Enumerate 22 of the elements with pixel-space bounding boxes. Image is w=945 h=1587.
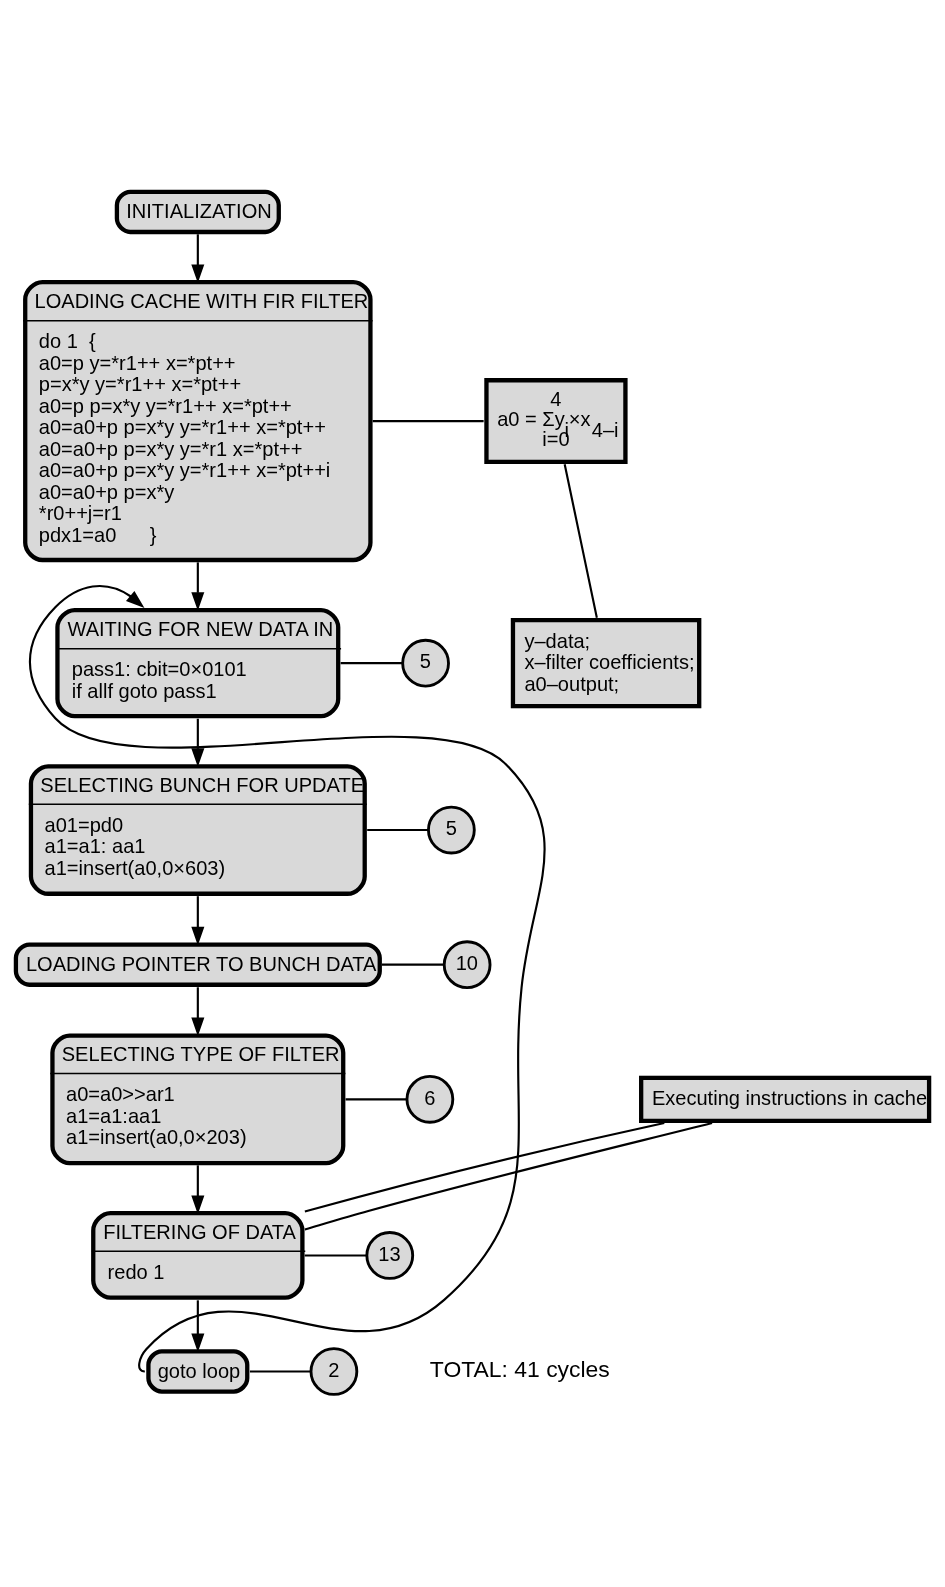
connector	[563, 463, 598, 618]
arrow	[191, 987, 205, 1037]
arrow	[191, 896, 205, 946]
node-circle: 5	[401, 638, 450, 688]
node-circle: 13	[365, 1231, 415, 1280]
node-circle: 2	[309, 1347, 359, 1396]
arrow	[191, 718, 205, 767]
connector	[304, 1121, 665, 1213]
connector	[340, 662, 403, 665]
node-circle: 10	[442, 940, 492, 989]
connector	[381, 963, 444, 966]
connector	[345, 1098, 407, 1101]
connector	[304, 1121, 713, 1231]
connector	[372, 420, 484, 423]
node-circle: 5	[427, 805, 476, 855]
label: TOTAL: 41 cycles	[429, 1355, 610, 1382]
connector	[367, 828, 429, 832]
node-circle: 6	[405, 1075, 455, 1124]
connector	[249, 1370, 311, 1373]
arrow	[191, 562, 205, 611]
arrow	[191, 1300, 205, 1353]
connector	[304, 1254, 367, 1257]
